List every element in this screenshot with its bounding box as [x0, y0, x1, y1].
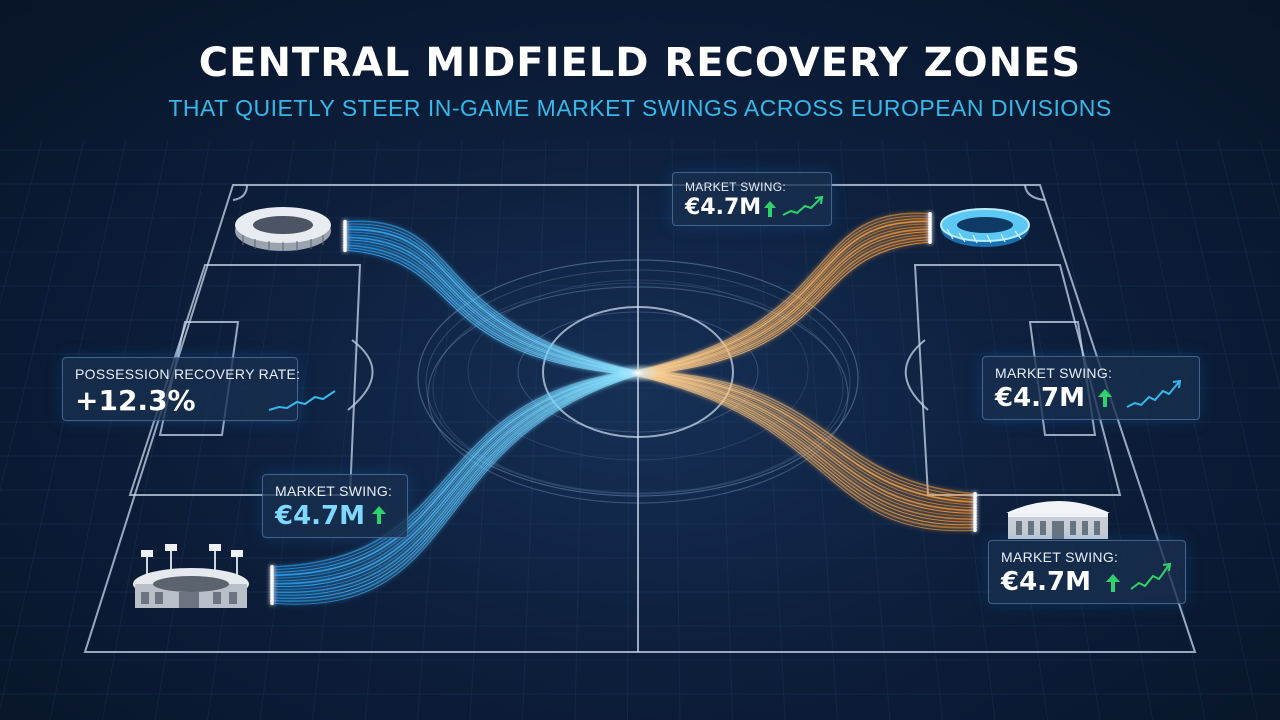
market-swing-card-bottom-right: MARKET SWING: €4.7M: [988, 540, 1186, 604]
sparkline-icon: [268, 390, 336, 411]
page-subtitle: THAT QUIETLY STEER IN-GAME MARKET SWINGS…: [168, 95, 1112, 121]
possession-recovery-value: +12.3%: [75, 384, 196, 417]
right-penalty-arc: [904, 339, 929, 411]
market-swing-value: €4.7M: [685, 195, 762, 220]
sparkline-icon: [1126, 379, 1182, 408]
sparkline-icon: [1130, 562, 1172, 590]
corner-arc-tl: [232, 184, 248, 201]
market-swing-value: €4.7M: [1001, 567, 1092, 597]
up-arrow-icon: [1106, 574, 1120, 592]
stadium-icon: [940, 208, 1030, 247]
center-circle: [542, 306, 734, 438]
page-title: CENTRAL MIDFIELD RECOVERY ZONES: [198, 40, 1082, 86]
left-penalty-arc: [347, 339, 374, 411]
up-arrow-icon: [372, 506, 386, 524]
stadium-icon: [133, 544, 249, 608]
hologram-rings: [417, 259, 859, 504]
background-grid: [0, 139, 1280, 720]
market-swing-label: MARKET SWING:: [275, 483, 393, 499]
up-arrow-icon: [764, 201, 776, 217]
sparkline-icon: [782, 195, 824, 216]
up-arrow-icon: [1098, 389, 1112, 407]
corner-arc-tr: [1024, 184, 1046, 201]
stadium-icon: [235, 207, 331, 251]
market-swing-card-left: MARKET SWING: €4.7M: [262, 474, 408, 538]
market-swing-value: €4.7M: [995, 383, 1086, 413]
market-swing-label: MARKET SWING:: [995, 365, 1113, 381]
recovery-flows: [270, 211, 977, 605]
possession-recovery-label: POSSESSION RECOVERY RATE:: [75, 366, 301, 382]
possession-recovery-card: POSSESSION RECOVERY RATE: +12.3%: [62, 357, 336, 421]
market-swing-label: MARKET SWING:: [685, 180, 787, 194]
market-swing-card-top: MARKET SWING: €4.7M: [672, 172, 832, 226]
market-swing-label: MARKET SWING:: [1001, 549, 1119, 565]
right-penalty-box: [913, 264, 1122, 496]
center-spot: [616, 363, 660, 383]
stadium-icon: [1006, 501, 1110, 539]
market-swing-card-right: MARKET SWING: €4.7M: [982, 356, 1200, 420]
market-swing-value: €4.7M: [275, 501, 366, 531]
